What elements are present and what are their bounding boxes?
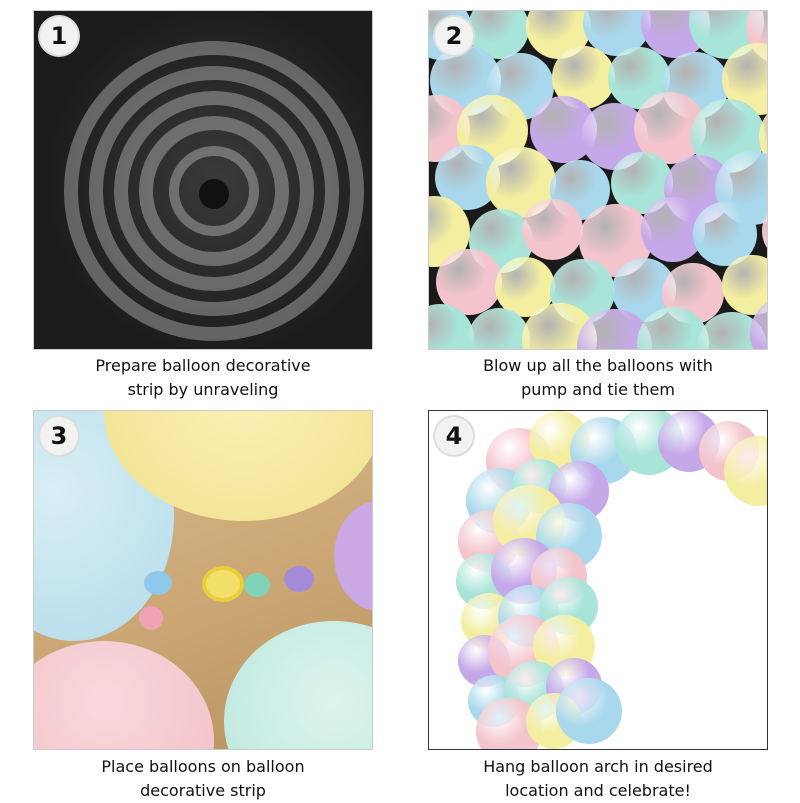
- caption-line: pump and tie them: [521, 380, 675, 399]
- caption-line: strip by unraveling: [127, 380, 279, 399]
- step-2-badge: 2: [435, 17, 473, 55]
- caption-line: location and celebrate!: [505, 781, 691, 800]
- step-4-image-balloon-arch: 4: [428, 410, 768, 750]
- caption-line: Prepare balloon decorative: [95, 356, 311, 375]
- caption-line: Place balloons on balloon: [101, 757, 305, 776]
- balloon: [722, 255, 767, 316]
- step-3-caption: Place balloons on balloon decorative str…: [23, 755, 383, 803]
- step-2-caption: Blow up all the balloons with pump and t…: [418, 354, 778, 402]
- balloon: [761, 199, 767, 263]
- step-1-badge: 1: [40, 17, 78, 55]
- step-4-badge: 4: [435, 417, 473, 455]
- caption-line: Hang balloon arch in desired: [483, 757, 713, 776]
- step-3-badge: 3: [40, 417, 78, 455]
- balloon: [758, 101, 767, 174]
- step-1-caption: Prepare balloon decorative strip by unra…: [23, 354, 383, 402]
- step-1-image-balloon-strip-roll: 1: [33, 10, 373, 350]
- step-3-image-balloons-on-strip: 3: [33, 410, 373, 750]
- step-4-caption: Hang balloon arch in desired location an…: [418, 755, 778, 803]
- caption-line: decorative strip: [140, 781, 266, 800]
- caption-line: Blow up all the balloons with: [483, 356, 713, 375]
- balloon: [521, 198, 583, 261]
- step-2-image-inflated-balloons: 2: [428, 10, 768, 350]
- balloon: [555, 677, 623, 745]
